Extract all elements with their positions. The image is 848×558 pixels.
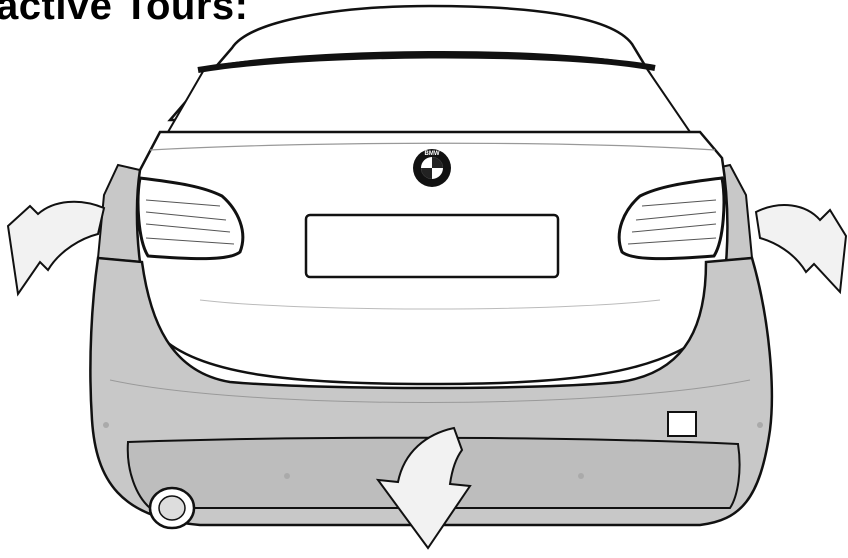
- license-plate: [306, 215, 558, 277]
- right-removal-arrow: [756, 205, 846, 292]
- left-removal-arrow: [8, 202, 104, 294]
- left-side-panel-upper: [98, 165, 142, 262]
- bmw-badge: BMW: [413, 149, 451, 187]
- parking-sensor: [578, 473, 584, 479]
- parking-sensor: [757, 422, 763, 428]
- parking-sensor: [103, 422, 109, 428]
- parking-sensor: [284, 473, 290, 479]
- exhaust-pipe-inner: [159, 496, 185, 520]
- badge-lettering: BMW: [425, 151, 440, 157]
- tow-hook-cover: [668, 412, 696, 436]
